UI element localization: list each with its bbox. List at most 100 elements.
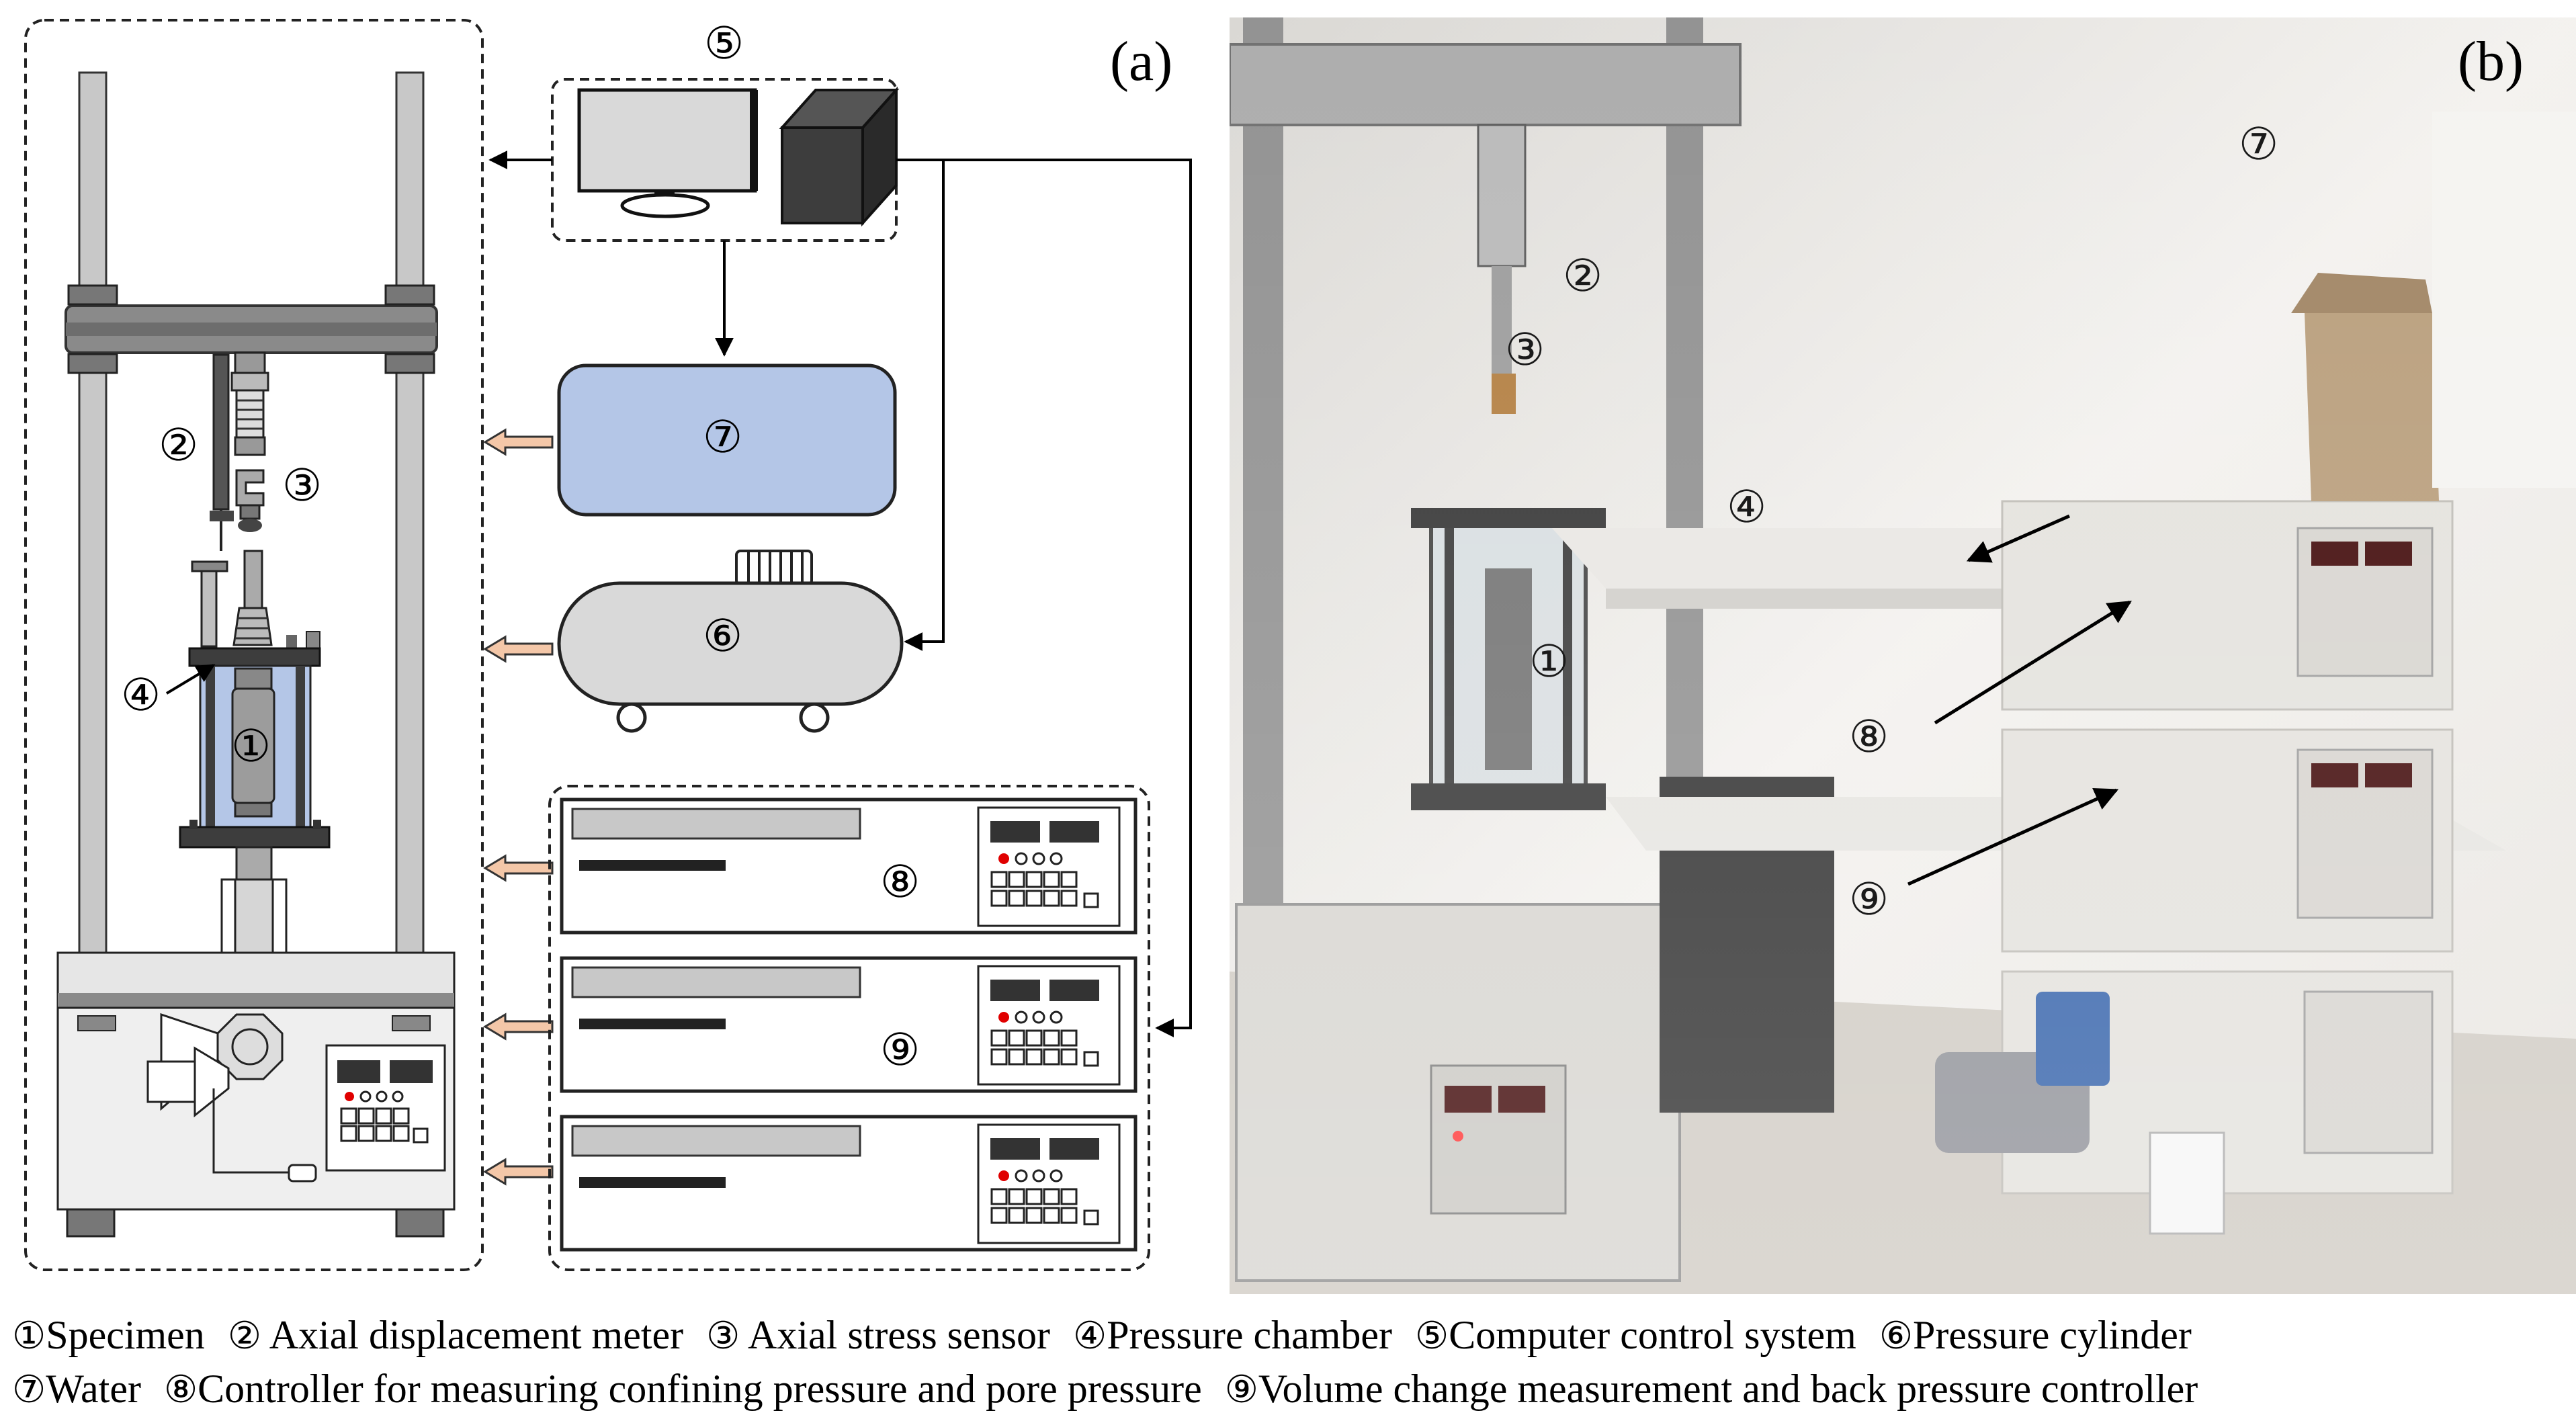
controller-display [990, 980, 1040, 1001]
lab-photo [1230, 17, 2576, 1294]
panel-a-label: (a) [1110, 30, 1173, 93]
caption-item: ⑧Controller for measuring confining pres… [163, 1367, 1202, 1412]
caption-item: ⑤Computer control system [1415, 1313, 1856, 1358]
caption-number: ⑤ [1415, 1314, 1449, 1358]
controller-knob [1032, 852, 1045, 865]
controller-key [1025, 1048, 1043, 1066]
computer-tower-icon [779, 86, 900, 227]
controller-knob [1015, 1010, 1028, 1024]
marker-7-schematic: ⑦ [703, 411, 743, 463]
marker-4-photo: ④ [1727, 481, 1767, 533]
load-frame-icon [65, 71, 438, 994]
controller-slot [571, 966, 861, 998]
controller-key [1008, 890, 1025, 907]
caption-number: ⑥ [1879, 1314, 1914, 1358]
orange-arrows [483, 428, 554, 1186]
controller-key [1008, 1188, 1025, 1205]
caption-item: ② Axial displacement meter [227, 1313, 684, 1358]
caption-item: ④Pressure chamber [1072, 1313, 1393, 1358]
controller-key [990, 1029, 1008, 1047]
controller-key [990, 1207, 1008, 1224]
pressure-chamber-icon [179, 647, 331, 849]
marker-1-schematic: ① [231, 720, 271, 772]
controller-key [1060, 871, 1078, 888]
caption-item: ⑥Pressure cylinder [1879, 1313, 2192, 1358]
panel-b-label: (b) [2458, 30, 2524, 93]
controller-bar [579, 1177, 726, 1188]
marker-2-schematic: ② [159, 419, 199, 471]
caption-text: Volume change measurement and back press… [1258, 1367, 2198, 1411]
controller-key [1025, 1029, 1043, 1047]
controller-key [1043, 871, 1060, 888]
controller-knob [1049, 852, 1063, 865]
controller-key [1025, 890, 1043, 907]
controller-key [1008, 1048, 1025, 1066]
pressure-cylinder-icon [557, 550, 904, 733]
caption-number: ⑨ [1224, 1368, 1258, 1412]
marker-9-photo: ⑨ [1849, 873, 1889, 925]
controller-key [1060, 1188, 1078, 1205]
caption-item: ①Specimen [12, 1313, 205, 1358]
controller-key [1043, 1029, 1060, 1047]
controller-bar [579, 860, 726, 871]
caption-line-1: ①Specimen ② Axial displacement meter ③ Axi… [12, 1309, 2565, 1363]
caption-item: ⑦Water [12, 1367, 141, 1412]
controller-key [1043, 1048, 1060, 1066]
marker-3-photo: ③ [1505, 324, 1545, 376]
controller-slot [571, 1125, 861, 1157]
controller-key [1008, 1207, 1025, 1224]
controller-display [1049, 980, 1099, 1001]
controller-slot [571, 808, 861, 840]
controller-panel-icon [560, 798, 1137, 1252]
caption-number: ① [12, 1314, 46, 1358]
controller-display [1049, 1138, 1099, 1160]
controller-key [1025, 1188, 1043, 1205]
caption-item: ③ Axial stress sensor [706, 1313, 1050, 1358]
controller-knob [1015, 852, 1028, 865]
caption-text: Computer control system [1449, 1313, 1856, 1357]
caption-text: Pressure chamber [1107, 1313, 1393, 1357]
controller-key [990, 890, 1008, 907]
caption-number: ⑧ [163, 1368, 198, 1412]
controller-key [1008, 871, 1025, 888]
schematic-diagram [24, 19, 1192, 1271]
marker-9-schematic: ⑨ [880, 1024, 920, 1076]
frame-enclosure [24, 19, 484, 1271]
controller-key [1083, 1209, 1099, 1226]
piston-icon [191, 550, 320, 649]
controller-display [990, 1138, 1040, 1160]
marker-5-schematic: ⑤ [704, 17, 744, 69]
marker-4-schematic: ④ [121, 669, 161, 721]
water-tank-icon [557, 363, 897, 517]
controller-led [998, 1012, 1009, 1023]
marker-7-photo: ⑦ [2239, 118, 2279, 170]
caption-item: ⑨Volume change measurement and back pres… [1224, 1367, 2198, 1412]
figure-caption: ①Specimen ② Axial displacement meter ③ Axi… [12, 1309, 2565, 1416]
controller-knob [1032, 1010, 1045, 1024]
controller-key [1083, 892, 1099, 908]
caption-number: ④ [1072, 1314, 1107, 1358]
controller-key [1083, 1051, 1099, 1067]
caption-text: Axial displacement meter [261, 1313, 684, 1357]
controller-key [1008, 1029, 1025, 1047]
marker-1-photo: ① [1529, 636, 1570, 687]
marker-6-schematic: ⑥ [703, 610, 743, 662]
controller-key [990, 871, 1008, 888]
controller-key [1025, 1207, 1043, 1224]
caption-text: Water [46, 1367, 141, 1411]
caption-number: ③ [706, 1314, 740, 1358]
caption-number: ② [227, 1314, 262, 1358]
controller-led [998, 1170, 1009, 1181]
controller-key [990, 1188, 1008, 1205]
caption-text: Pressure cylinder [1913, 1313, 2192, 1357]
controller-display [990, 821, 1040, 843]
controller-led [998, 853, 1009, 864]
controller-key [990, 1048, 1008, 1066]
caption-text: Specimen [46, 1313, 205, 1357]
controller-knob [1049, 1169, 1063, 1182]
controller-key [1025, 871, 1043, 888]
load-cell-icon [230, 351, 269, 532]
controller-key [1060, 1029, 1078, 1047]
caption-text: Controller for measuring confining press… [198, 1367, 1202, 1411]
